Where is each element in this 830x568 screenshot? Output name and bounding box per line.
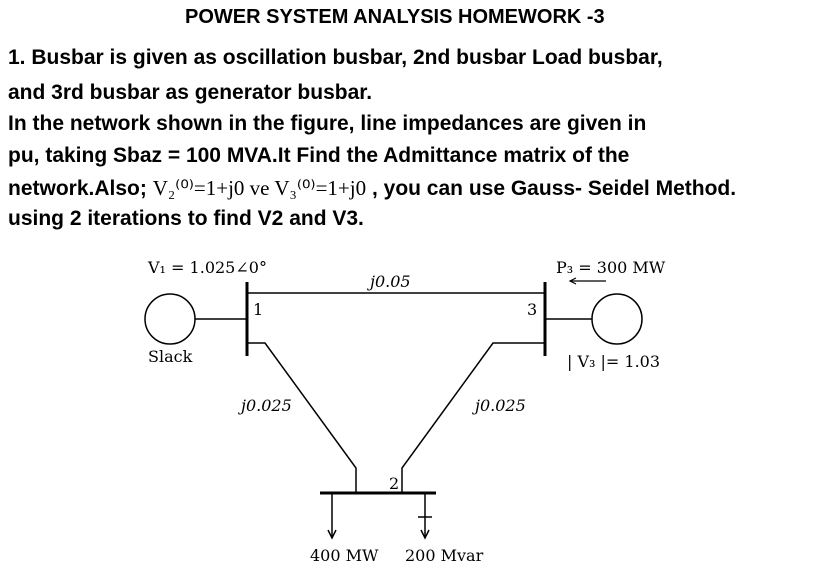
text-line: network.Also; V₂⁽⁰⁾=1+j0 ve V₃⁽⁰⁾=1+j0 ,… — [8, 176, 737, 200]
text-line: In the network shown in the figure, line… — [8, 112, 647, 135]
bus-2-label: 2 — [389, 474, 400, 493]
text-line: using 2 iterations to find V2 and V3. — [8, 207, 364, 230]
slack-generator-icon — [144, 293, 196, 345]
text-line: 1. Busbar is given as oscillation busbar… — [8, 46, 663, 69]
initial-values: V₂⁽⁰⁾=1+j0 ve V₃⁽⁰⁾=1+j0 — [152, 176, 367, 200]
z12-label: j0.025 — [241, 396, 292, 415]
line-1-2 — [247, 342, 357, 493]
line-2-3 — [401, 342, 545, 493]
z23-label: j0.025 — [475, 396, 526, 415]
text-line: pu, taking Sbaz = 100 MVA.It Find the Ad… — [8, 144, 630, 167]
load-p-label: 400 MW — [310, 546, 379, 565]
load-arrow-icon — [420, 529, 430, 540]
text-line: and 3rd busbar as generator busbar. — [8, 81, 373, 104]
slack-label: Slack — [148, 347, 193, 366]
v3-label: | V₃ |= 1.03 — [567, 352, 661, 371]
p3-label: P₃ = 300 MW — [556, 258, 666, 277]
load-q-label: 200 Mvar — [405, 546, 484, 565]
v1-label: V₁ = 1.025∠0° — [148, 258, 267, 277]
z13-label: j0.05 — [370, 272, 411, 291]
bus-3-label: 3 — [527, 300, 538, 319]
generator-3-icon — [591, 293, 643, 345]
bus-1-label: 1 — [253, 300, 264, 319]
load-arrow-icon — [327, 529, 337, 540]
page-title: POWER SYSTEM ANALYSIS HOMEWORK -3 — [185, 6, 605, 28]
